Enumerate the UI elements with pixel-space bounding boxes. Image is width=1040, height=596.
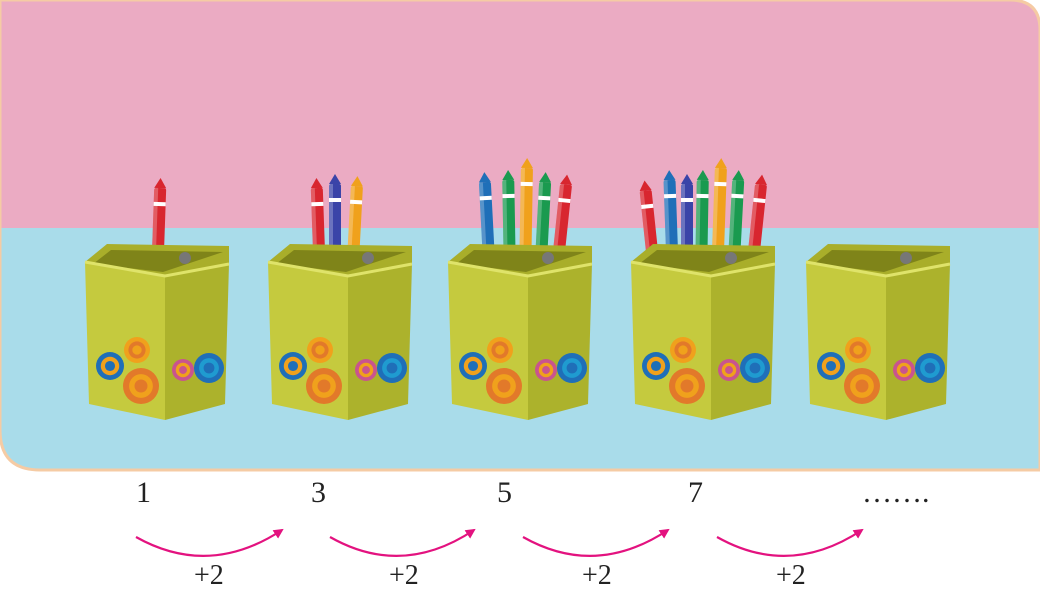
pencil-holder xyxy=(267,174,413,420)
pencil-holders xyxy=(84,158,951,420)
step-arrow xyxy=(716,528,864,557)
pencil-holder xyxy=(447,158,593,420)
background-wall xyxy=(0,0,1040,228)
panel-border xyxy=(0,0,1040,472)
step-label-1: +2 xyxy=(194,560,224,591)
pencil-holder xyxy=(84,178,230,420)
sequence-term-4: 7 xyxy=(688,476,703,509)
step-label-2: +2 xyxy=(389,560,419,591)
step-arrow xyxy=(522,528,670,557)
step-label-4: +2 xyxy=(776,560,806,591)
step-label-3: +2 xyxy=(582,560,612,591)
sequence-term-1: 1 xyxy=(136,476,151,509)
step-arrow xyxy=(329,528,476,557)
step-arrow xyxy=(135,528,284,557)
sequence-term-3: 5 xyxy=(497,476,512,509)
pencil-holder xyxy=(805,244,951,420)
sequence-term-2: 3 xyxy=(311,476,326,509)
sequence-term-5: ……. xyxy=(862,476,930,509)
pencil-holder xyxy=(630,158,776,420)
